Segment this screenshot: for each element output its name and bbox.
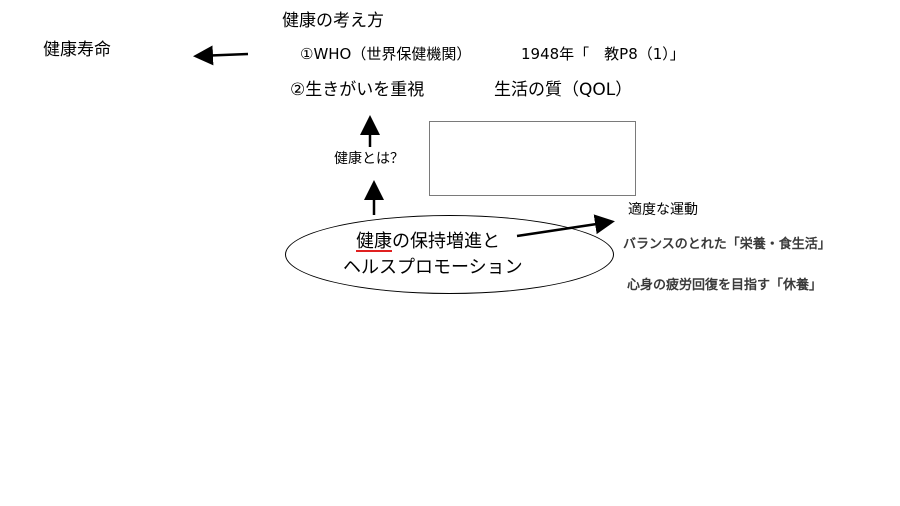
what-is-health-label: 健康とは？	[334, 151, 404, 167]
underlined-health-word: 健康	[356, 231, 392, 252]
who-definition-text: ①WHO（世界保健機関）	[300, 45, 472, 63]
healthy-life-expectancy-label: 健康寿命	[43, 40, 111, 60]
qol-text: 生活の質（QOL）	[494, 80, 633, 100]
health-promotion-ellipse	[285, 215, 614, 294]
empty-answer-box	[429, 121, 636, 196]
rest-text: 心身の疲労回復を目指す「休養」	[627, 278, 823, 293]
arrow-to-exercise	[516, 214, 615, 238]
who-year-reference-text: 1948年「 教P8（1）」	[521, 45, 685, 63]
page-title: 健康の考え方	[282, 11, 384, 31]
nutrition-text: バランスのとれた「栄養・食生活」	[623, 237, 831, 252]
ellipse-line-1-rest: の保持増進と	[392, 231, 500, 252]
ikigai-text: ②生きがいを重視	[290, 80, 425, 100]
ellipse-line-1: 健康の保持増進と	[356, 233, 500, 251]
ellipse-line-2: ヘルスプロモーション	[343, 257, 523, 278]
exercise-text: 適度な運動	[628, 202, 698, 218]
left-arrow-to-life-expectancy	[193, 45, 249, 66]
